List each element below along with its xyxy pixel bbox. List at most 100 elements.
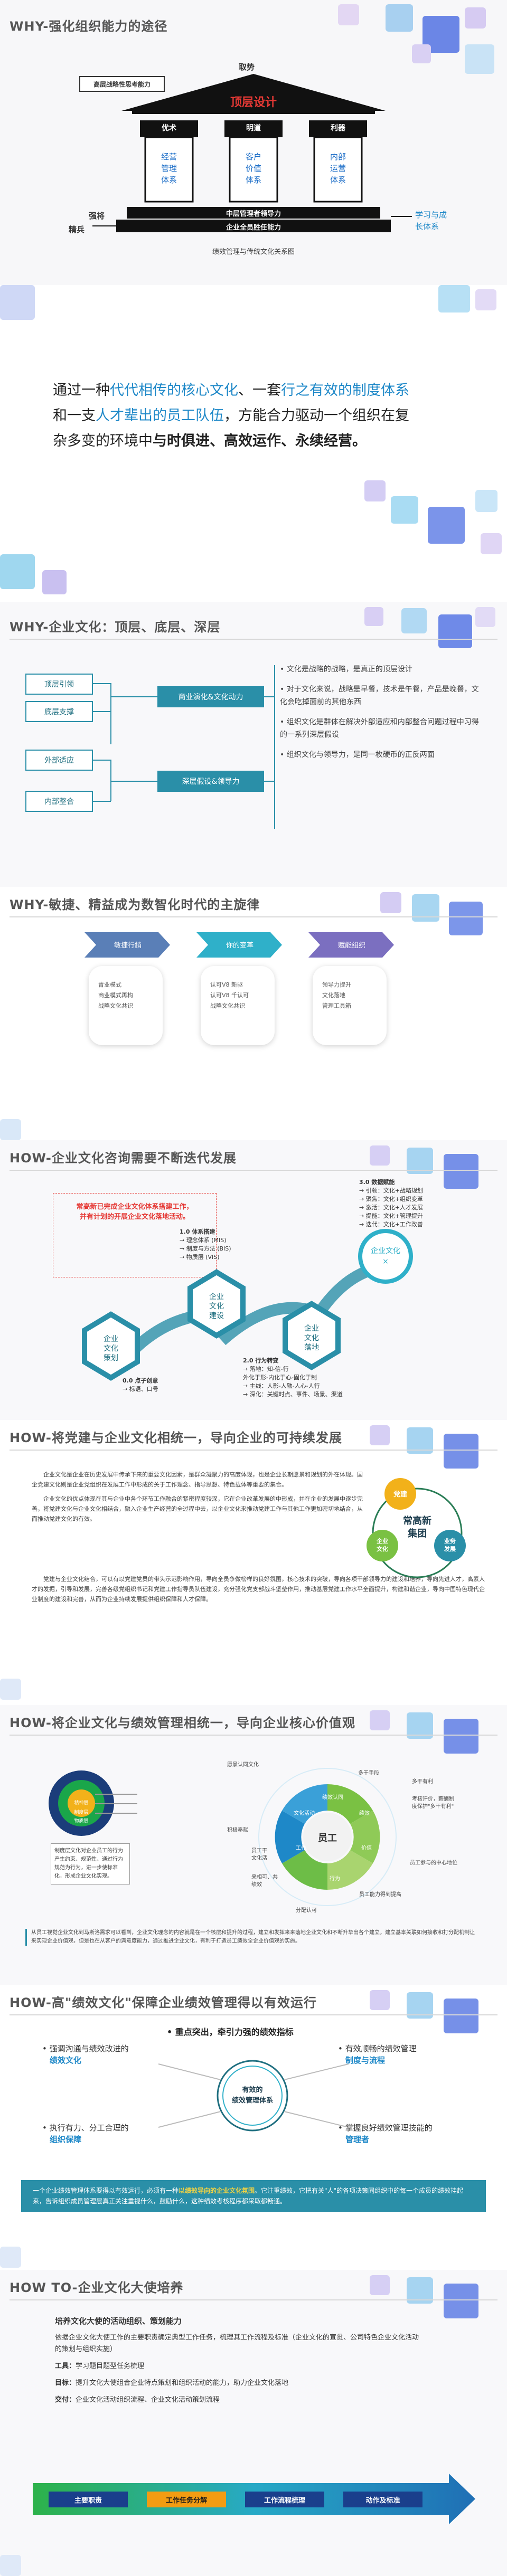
layer-box: 底层支撑 — [25, 701, 93, 722]
perf-item-text: 执行有力、分工合理的 — [49, 2123, 129, 2133]
decor-square — [407, 1992, 433, 2019]
text: ，方能合力驱动一个组织在复 — [224, 408, 409, 424]
version-item: → 激活：文化+人才发展 — [359, 1204, 423, 1211]
ambassador-heading: 培养文化大使的活动组织、策划能力 — [55, 2316, 182, 2326]
decor-square — [449, 902, 483, 935]
highlight-text: 人才辈出的员工队伍 — [96, 408, 224, 424]
bullet-item: • 对于文化来说，战略是早餐，技术是午餐，产品是晚餐，文化会吃掉面前的其他东西 — [280, 685, 479, 706]
decor-square — [407, 2277, 433, 2304]
decor-square — [444, 1719, 478, 1754]
agile-card: 领导力提升 文化落地 管理工具箱 — [313, 966, 387, 1045]
decor-square — [412, 44, 431, 63]
version-item: → 物质层 (VIS) — [180, 1254, 220, 1261]
title-divider — [10, 2014, 497, 2015]
party-text-wide: 党建与企业文化结合，可以有以党建党员的带头示范影响作用，导向全员争做榜样的良好氛… — [32, 1574, 486, 1604]
decor-square — [407, 1712, 433, 1739]
base-label: 中层管理者领导力 — [226, 210, 281, 218]
roof-title: 顶层设计 — [230, 96, 277, 109]
agile-ribbon — [84, 932, 394, 958]
section-iteration: HOW-企业文化咨询需要不断迭代发展 常高新已完成企业文化体系搭建工作， 并有计… — [0, 1140, 507, 1420]
decor-square — [0, 1119, 21, 1140]
decor-square — [380, 892, 401, 913]
title-divider — [10, 2299, 497, 2300]
bullet-text: 组织文化是群体在解决外部适应和内部整合问题过程中习得的一系列深层假设 — [280, 718, 479, 739]
card-item: 商业模式再构 — [98, 992, 133, 999]
bold-text: 与时俱进、高效运作、永续经营。 — [153, 433, 367, 449]
ambassador-line: 工具：学习题目题型任务梳理 — [55, 2361, 425, 2372]
temple-diagram — [92, 74, 412, 232]
perf-item-line: • 执行有力、分工合理的 — [42, 2123, 129, 2133]
wheel-annotation: 愿景认同文化 — [227, 1762, 259, 1768]
section-title: WHY-敏捷、精益成为数智化时代的主旋律 — [10, 897, 260, 912]
wheel-annotation: 多干有利 — [412, 1779, 433, 1785]
line-text: 提升文化大使组合企业特点策划和组织活动的能力，助力企业文化落地 — [76, 2379, 289, 2387]
wheel-segment: 文化活动 — [294, 1811, 315, 1816]
section-performance: HOW-将企业文化与绩效管理相统一，导向企业核心价值观 精神层 制度层 物质层 … — [0, 1705, 507, 1985]
agile-card: 青业模式 商业模式再构 战略文化共识 — [89, 966, 163, 1045]
decor-square — [475, 490, 497, 512]
wheel-annotation: 员工能力得到提高 — [359, 1892, 401, 1898]
step-label: 主要职责 — [74, 2497, 102, 2505]
pillar-body: 客户 价值 体系 — [245, 152, 261, 185]
layer-box: 外部适应 — [25, 750, 93, 771]
bullet-item: • 组织文化与领导力，是同一枚硬币的正反两面 — [280, 751, 435, 759]
card-item: 青业模式 — [98, 981, 121, 988]
venn-label: 业务 发展 — [444, 1538, 456, 1552]
version-item: → 落地：知-信-行 — [243, 1366, 289, 1372]
iteration-arrows — [82, 1229, 413, 1381]
section-title: HOW-将党建与企业文化相统一，导向企业的可持续发展 — [10, 1431, 342, 1445]
highlight-text: 代代相传的核心文化 — [110, 382, 238, 399]
card-item: 领导力提升 — [322, 981, 351, 988]
decor-square — [438, 614, 472, 648]
culture-rings — [49, 1770, 137, 1836]
wheel-segment: 工作 — [296, 1845, 306, 1851]
layer-box: 顶层引领 — [25, 674, 93, 695]
agile-head: 你的变革 — [226, 942, 253, 950]
wheel-segment: 价值 — [361, 1845, 372, 1851]
version-item: → 标语、口号 — [123, 1386, 158, 1393]
card-item: 管理工具箱 — [322, 1002, 351, 1009]
left-label: 精兵 — [69, 225, 85, 234]
title-divider — [10, 639, 497, 640]
section-title: HOW-高"绩效文化"保障企业绩效管理得以有效运行 — [10, 1995, 317, 2010]
decor-square — [438, 285, 470, 312]
wheel-annotation: 员工干 文化活 — [251, 1848, 267, 1861]
perf-item: • 执行有力、分工合理的 组织保障 — [42, 2122, 174, 2145]
ambassador-line: 目标：提升文化大使组合企业特点策划和组织活动的能力，助力企业文化落地 — [55, 2378, 425, 2389]
card-item: 文化落地 — [322, 992, 345, 999]
mid-bar: 商业演化&文化动力 — [157, 686, 264, 707]
mid-bar: 深层假设&领导力 — [157, 771, 264, 792]
stage-circle-label: 企业 文化 落地 — [304, 1324, 319, 1352]
text: 、一套 — [238, 382, 281, 399]
decor-square — [444, 1434, 478, 1469]
perf-item-text: 有效顺畅的绩效管理 — [345, 2044, 417, 2053]
section-org-capability: WHY-强化组织能力的途径 取势 高层战略性思考能力 顶层设计 优术 明道 利器… — [0, 0, 507, 285]
perf-item: • 有效顺畅的绩效管理 制度与流程 — [338, 2043, 475, 2066]
decor-square — [386, 4, 413, 32]
diagram-caption: 绩效管理与传统文化关系图 — [212, 248, 295, 256]
section-culture-layers: WHY-企业文化：顶层、底层、深层 顶层引领 底层支撑 外部适应 内部整合 商业… — [0, 602, 507, 887]
wheel-annotation: 员工参与的中心地位 — [410, 1860, 457, 1866]
step-label: 工作流程梳理 — [264, 2497, 305, 2505]
line-text: 学习题目题型任务梳理 — [76, 2362, 145, 2370]
title-divider — [10, 916, 497, 917]
venn-diagram — [367, 1478, 466, 1578]
card-item: 战略文化共识 — [210, 1002, 245, 1009]
decor-square — [391, 496, 418, 524]
agile-head: 敏捷行銷 — [114, 942, 142, 950]
decor-square — [364, 480, 386, 501]
section-title: WHY-企业文化：顶层、底层、深层 — [10, 620, 221, 634]
decor-square — [364, 607, 383, 626]
version-item: → 制度与方法 (BIS) — [180, 1245, 231, 1252]
ambassador-text: 培养文化大使的活动组织、策划能力 依据企业文化大使工作的主要职责确定典型工作任务… — [55, 2315, 425, 2406]
bullet-text: 文化是战略的战略，是真正的顶层设计 — [286, 665, 412, 674]
version-item: 外化于形-内化于心-固化于制 — [243, 1374, 317, 1381]
venn-label: 党建 — [393, 1491, 407, 1499]
wheel-annotation: 来相可、共 绩效 — [251, 1874, 278, 1888]
perf-head: • 重点突出，牵引力强的绩效指标 — [167, 2027, 294, 2037]
perf-item-line: • 强调沟通与绩效改进的 — [42, 2044, 129, 2053]
pillar-head: 明道 — [246, 124, 261, 132]
top-label: 取势 — [239, 62, 255, 72]
pillar-body: 内部 运营 体系 — [330, 152, 346, 185]
wheel-annotation: 多干手段 — [358, 1770, 379, 1776]
